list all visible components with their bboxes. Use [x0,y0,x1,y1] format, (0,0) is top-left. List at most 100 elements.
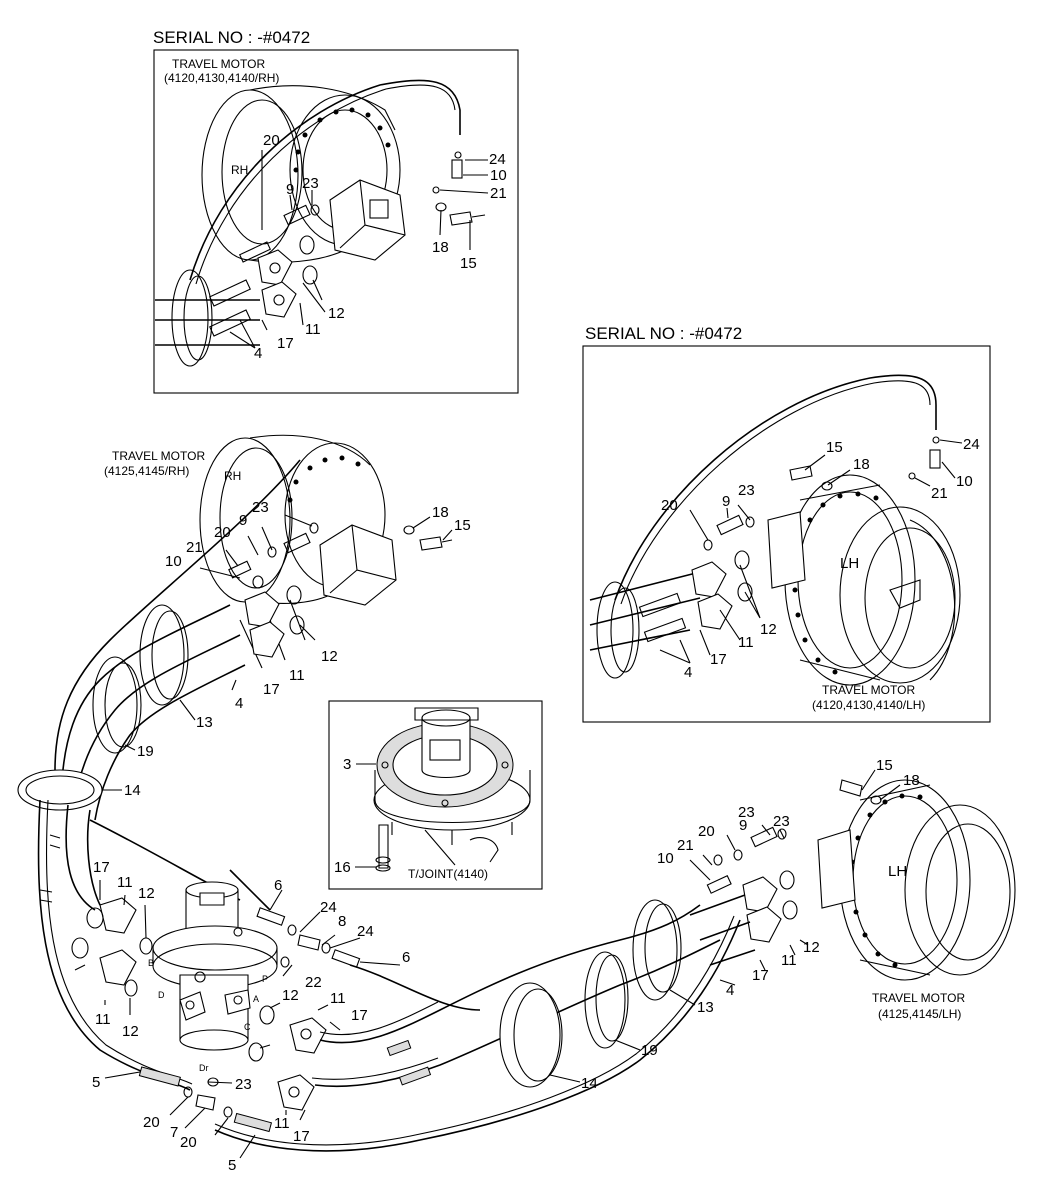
callout-17: 17 [263,681,280,698]
callout-14: 14 [581,1075,598,1092]
port-C: C [244,1022,251,1032]
port-D: D [158,990,165,1000]
lh-mark: LH [888,863,907,880]
callout-21: 21 [677,837,694,854]
callout-15: 15 [876,757,893,774]
callout-5: 5 [228,1157,236,1174]
callout-12: 12 [282,987,299,1004]
callout-20: 20 [661,497,678,514]
split-flanges [257,249,297,318]
callout-6: 6 [274,877,282,894]
callout-18: 18 [432,504,449,521]
callout-21: 21 [931,485,948,502]
callout-15: 15 [460,255,477,272]
callout-23: 23 [235,1076,252,1093]
callout-18: 18 [432,239,449,256]
callout-24: 24 [489,151,506,168]
lh-mark: LH [840,555,859,572]
callout-13: 13 [697,999,714,1016]
callout-10: 10 [956,473,973,490]
travel-motor-drawing: LH [767,474,961,686]
callout-11: 11 [289,667,305,684]
callout-3: 3 [343,756,351,773]
callout-10: 10 [490,167,507,184]
panel-lh-early: LH 24 10 21 18 15 23 9 2 [582,345,991,723]
callout-11: 11 [330,990,346,1007]
serial-header-top: SERIAL NO : -#0472 [153,28,310,47]
panel-frame [328,700,543,890]
callout-4: 4 [726,982,734,999]
panel-rh-early: TRAVEL MOTOR (4120,4130,4140/RH) RH [153,49,519,394]
callout-10: 10 [657,850,674,867]
drain-hose [189,79,461,281]
callout-11: 11 [305,321,321,338]
callout-17: 17 [351,1007,368,1024]
callout-4: 4 [684,664,692,681]
motor-models: (4120,4130,4140/RH) [164,71,279,85]
callout-17: 17 [293,1128,310,1145]
port-A: A [253,994,259,1004]
motor-name: TRAVEL MOTOR [172,57,265,71]
callout-12: 12 [321,648,338,665]
callout-14: 14 [124,782,141,799]
split-flange [99,897,137,934]
port-P: P [262,974,268,984]
callout-22: 22 [305,974,322,991]
port-Dr: Dr [199,1063,209,1073]
hose-bundle [155,241,272,367]
callout-23: 23 [252,499,269,516]
callout-17: 17 [710,651,727,668]
callout-12: 12 [122,1023,139,1040]
callout-9: 9 [739,817,747,834]
main-assembly: TRAVEL MOTOR (4125,4145/RH) RH 18 15 [17,434,1016,1174]
callout-20: 20 [180,1134,197,1151]
callout-13: 13 [196,714,213,731]
callout-23: 23 [773,813,790,830]
callout-20: 20 [698,823,715,840]
callout-4: 4 [235,695,243,712]
motor-models: (4125,4145/LH) [878,1007,961,1021]
panel-tjoint: 3 16 T/JOINT(4140) [328,700,543,890]
callout-11: 11 [95,1011,111,1028]
panel-frame [153,49,519,394]
callout-11: 11 [738,634,754,651]
callout-15: 15 [826,439,843,456]
callout-11: 11 [117,874,133,891]
callout-20: 20 [143,1114,160,1131]
split-flange [99,949,137,986]
callout-16: 16 [334,859,351,876]
callout-24: 24 [963,436,980,453]
travel-motor-lh-late: LH [817,779,1016,981]
motor-name: TRAVEL MOTOR [822,683,915,697]
callout-21: 21 [490,185,507,202]
callout-5: 5 [92,1074,100,1091]
callout-18: 18 [903,772,920,789]
callout-9: 9 [722,493,730,510]
port-B: B [148,958,154,968]
callout-21: 21 [186,539,203,556]
callout-17: 17 [93,859,110,876]
protector-ring-14 [499,982,561,1088]
motor-models: (4125,4145/RH) [104,464,189,478]
callout-23: 23 [738,482,755,499]
tjoint-label: T/JOINT(4140) [408,867,488,881]
motor-models: (4120,4130,4140/LH) [812,698,925,712]
callout-20: 20 [214,524,231,541]
callout-20: 20 [263,132,280,149]
callout-17: 17 [752,967,769,984]
callout-19: 19 [137,743,154,760]
callout-23: 23 [302,175,319,192]
callout-12: 12 [138,885,155,902]
callout-12: 12 [803,939,820,956]
serial-header-right: SERIAL NO : -#0472 [585,324,742,343]
callout-7: 7 [170,1124,178,1141]
center-swivel-joint: B D A C P Dr [148,881,278,1073]
callout-9: 9 [239,512,247,529]
callout-24: 24 [320,899,337,916]
callout-10: 10 [165,553,182,570]
callout-4: 4 [254,345,262,362]
callout-12: 12 [760,621,777,638]
callout-19: 19 [641,1042,658,1059]
callout-11: 11 [781,952,797,969]
callout-24: 24 [357,923,374,940]
